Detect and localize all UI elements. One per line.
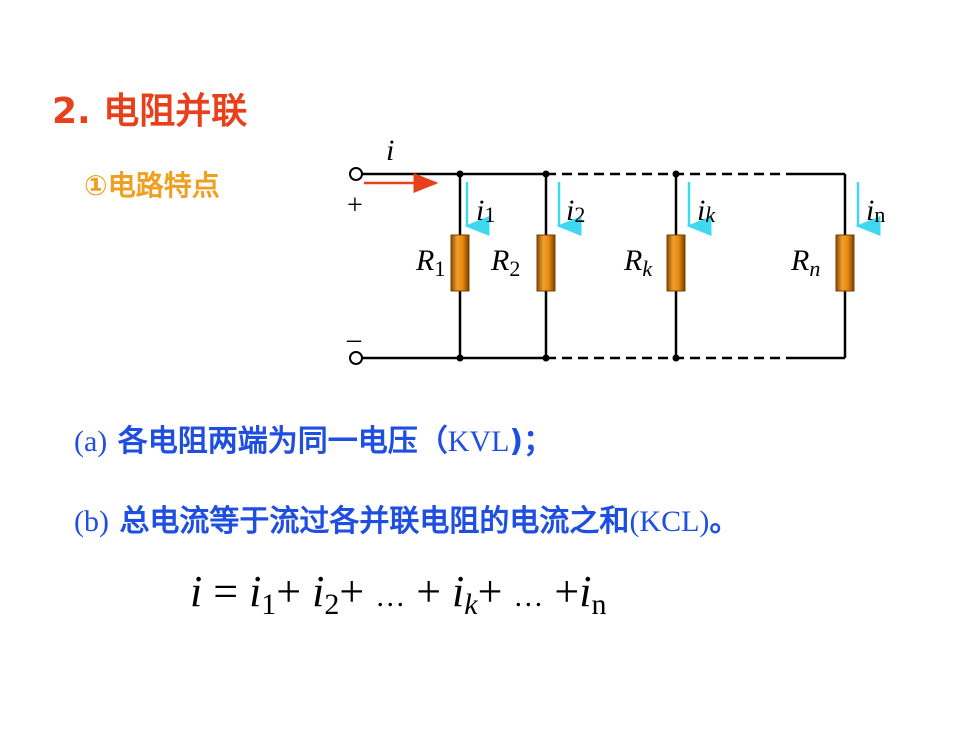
point-a-label: (a)	[74, 425, 108, 458]
formula-lhs: i	[190, 567, 203, 616]
formula-plus: +	[477, 567, 514, 616]
point-a-kvl: KVL	[447, 425, 510, 458]
resistor-2	[536, 234, 556, 292]
formula-term-n: i	[579, 567, 592, 616]
terminal-bottom	[349, 351, 363, 365]
resistor-label-2: R2	[490, 244, 520, 281]
formula-term-n-sub: n	[591, 588, 607, 621]
formula-eq: =	[202, 567, 250, 616]
current-sum-formula: i = i1+ i2+ … + ik+ … +in	[190, 566, 606, 622]
point-b-text: 总电流等于流过各并联电阻的电流之和	[119, 504, 630, 539]
point-b-label: (b)	[74, 505, 109, 538]
branch-current-2: i2	[566, 194, 585, 227]
point-b-tail: 。	[709, 504, 740, 539]
resistor-k	[666, 234, 686, 292]
formula-plus: +	[543, 567, 580, 616]
formula-plus: +	[276, 567, 313, 616]
branch-current-k: ik	[697, 194, 716, 227]
point-a-tail: )；	[509, 424, 554, 459]
page-title: 2. 电阻并联	[52, 91, 248, 132]
point-a: (a) 各电阻两端为同一电压（KVL)；	[74, 416, 553, 460]
formula-term-k: i	[452, 567, 465, 616]
resistor-label-n: Rn	[790, 244, 820, 281]
formula-plus: +	[405, 567, 453, 616]
resistor-n	[835, 234, 855, 292]
resistor-label-k: Rk	[623, 244, 653, 281]
branch-current-n: in	[866, 194, 885, 227]
formula-term-1-sub: 1	[261, 588, 277, 621]
resistor-1	[450, 234, 470, 292]
plus-sign: +	[347, 190, 363, 221]
formula-term-2-sub: 2	[324, 588, 340, 621]
point-b: (b) 总电流等于流过各并联电阻的电流之和(KCL)。	[74, 496, 739, 540]
point-b-kcl: (KCL)	[629, 505, 710, 538]
section-subtitle: ①电路特点	[84, 169, 220, 202]
formula-ellipsis: …	[375, 580, 406, 613]
input-current-label: i	[386, 134, 394, 167]
point-a-text: 各电阻两端为同一电压（	[117, 424, 448, 459]
formula-term-2: i	[312, 567, 325, 616]
branch-current-1: i1	[476, 194, 495, 227]
formula-term-1: i	[249, 567, 262, 616]
minus-sign: –	[346, 324, 362, 355]
resistor-label-1: R1	[415, 244, 445, 281]
terminal-top	[349, 167, 363, 181]
formula-ellipsis: …	[513, 580, 544, 613]
formula-term-k-sub: k	[464, 588, 478, 621]
formula-plus: +	[339, 567, 376, 616]
